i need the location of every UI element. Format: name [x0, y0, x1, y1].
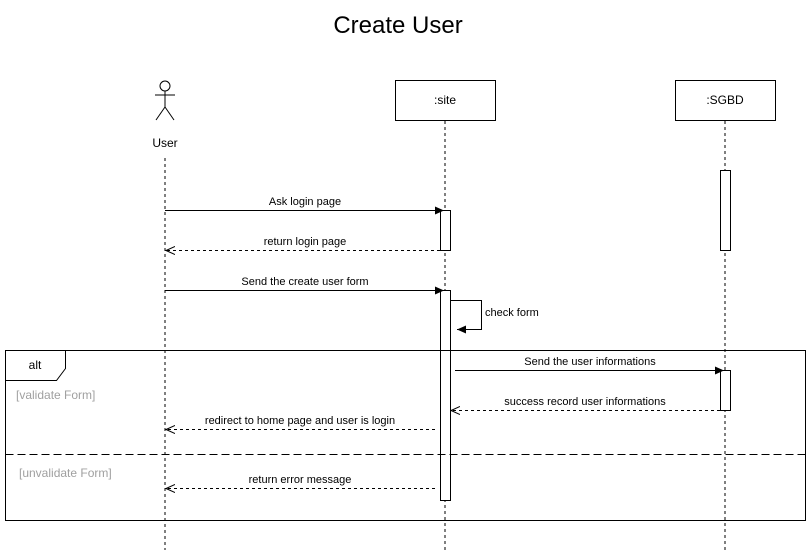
message-label-redirect-home: redirect to home page and user is login	[205, 415, 395, 427]
participant-site-box	[395, 80, 496, 121]
actor-left-leg	[155, 106, 166, 121]
message-label-return-error: return error message	[249, 474, 352, 486]
guard-unvalidate-form: [unvalidate Form]	[19, 466, 112, 480]
participant-site-label: :site	[434, 93, 456, 107]
alt-operator-label: alt	[29, 358, 42, 372]
activation-sgbd-1	[720, 170, 731, 251]
alt-operator-tab	[5, 350, 66, 381]
actor-label: User	[152, 136, 177, 150]
message-label-ask-login: Ask login page	[269, 196, 341, 208]
message-label-return-login: return login page	[264, 236, 347, 248]
participant-site: :site	[395, 80, 496, 121]
diagram-title: Create User	[333, 12, 462, 39]
message-arrow-check-form	[451, 300, 482, 334]
alt-fragment: alt [validate Form] [unvalidate Form]	[5, 350, 806, 521]
activation-site-1	[440, 210, 451, 251]
actor-right-leg	[164, 106, 175, 121]
participant-sgbd: :SGBD	[675, 80, 776, 121]
participant-sgbd-box	[675, 80, 776, 121]
message-label-send-form: Send the create user form	[241, 276, 368, 288]
actor-user: User	[152, 80, 178, 150]
message-label-check-form: check form	[485, 307, 539, 319]
activation-sgbd-2	[720, 370, 731, 411]
participant-sgbd-label: :SGBD	[706, 93, 744, 107]
guard-validate-form: [validate Form]	[16, 388, 95, 402]
message-label-send-user-info: Send the user informations	[524, 356, 656, 368]
alt-fragment-frame	[5, 350, 806, 521]
actor-head-icon	[159, 80, 171, 92]
activation-site-2	[440, 290, 451, 501]
message-label-success-record: success record user informations	[504, 396, 666, 408]
